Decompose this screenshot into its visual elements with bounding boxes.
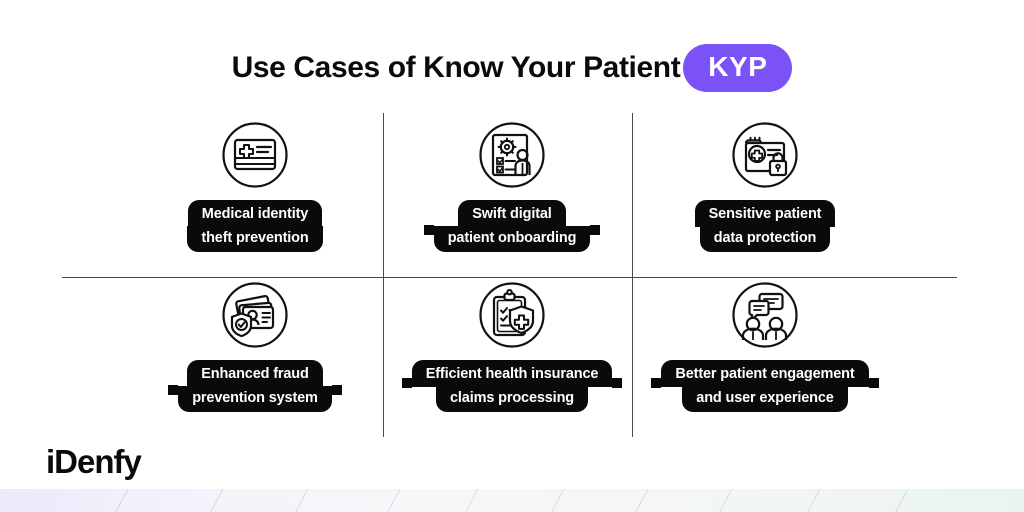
use-case-cell-data-protection: Sensitive patient data protection bbox=[615, 119, 915, 252]
id-cards-shield-check-icon bbox=[219, 279, 291, 351]
use-case-cell-medical-identity: Medical identity theft prevention bbox=[105, 119, 405, 252]
vertical-divider-left bbox=[383, 113, 384, 437]
use-case-cell-claims-processing: Efficient health insurance claims proces… bbox=[362, 279, 662, 412]
use-case-label-line-1: Sensitive patient bbox=[694, 200, 836, 227]
locked-medical-folder-icon bbox=[729, 119, 801, 191]
strip-streak bbox=[627, 489, 654, 512]
idenfy-logo: iDenfy bbox=[46, 443, 142, 480]
use-case-cell-patient-engagement: Better patient engagement and user exper… bbox=[615, 279, 915, 412]
use-case-label: Swift digital patient onboarding bbox=[423, 200, 600, 252]
horizontal-divider bbox=[62, 277, 957, 278]
digital-onboarding-form-icon bbox=[476, 119, 548, 191]
use-case-label-line-2: and user experience bbox=[682, 385, 848, 412]
strip-streak bbox=[457, 489, 484, 512]
page-title-text: Use Cases of Know Your Patient bbox=[231, 51, 681, 84]
use-case-label: Better patient engagement and user exper… bbox=[651, 360, 879, 412]
medical-id-card-icon bbox=[219, 119, 291, 191]
strip-streak bbox=[543, 489, 570, 512]
use-case-label: Efficient health insurance claims proces… bbox=[401, 360, 622, 412]
two-people-chat-icon bbox=[729, 279, 801, 351]
kyp-badge: KYP bbox=[683, 44, 793, 92]
use-case-cell-digital-onboarding: Swift digital patient onboarding bbox=[362, 119, 662, 252]
vertical-divider-right bbox=[632, 113, 633, 437]
use-case-label-line-1: Enhanced fraud bbox=[187, 360, 323, 387]
use-case-label-line-1: Efficient health insurance bbox=[401, 360, 622, 387]
clipboard-medical-shield-icon bbox=[476, 279, 548, 351]
use-case-label-line-2: theft prevention bbox=[187, 225, 323, 252]
use-case-label: Medical identity theft prevention bbox=[187, 200, 323, 252]
strip-streak bbox=[887, 489, 914, 512]
use-case-label-line-2: claims processing bbox=[436, 385, 588, 412]
use-case-label-line-2: prevention system bbox=[168, 384, 342, 412]
use-case-label-line-1: Swift digital bbox=[458, 200, 566, 227]
strip-streak bbox=[287, 489, 314, 512]
use-case-label: Enhanced fraud prevention system bbox=[168, 360, 342, 412]
strip-streak bbox=[711, 489, 738, 512]
use-case-label: Sensitive patient data protection bbox=[694, 200, 836, 252]
use-case-grid: Medical identity theft prevention bbox=[62, 113, 957, 437]
page-title: Use Cases of Know Your Patient KYP bbox=[0, 44, 1024, 92]
strip-streak bbox=[379, 489, 406, 512]
bottom-decorative-strip bbox=[0, 489, 1024, 512]
use-case-label-line-2: data protection bbox=[699, 225, 831, 252]
strip-streak bbox=[202, 489, 229, 512]
strip-streak bbox=[799, 489, 826, 512]
use-case-cell-fraud-prevention: Enhanced fraud prevention system bbox=[105, 279, 405, 412]
use-case-label-line-1: Medical identity bbox=[187, 200, 323, 227]
use-case-label-line-2: patient onboarding bbox=[423, 224, 600, 252]
use-case-label-line-1: Better patient engagement bbox=[651, 360, 879, 387]
strip-streak bbox=[107, 489, 134, 512]
